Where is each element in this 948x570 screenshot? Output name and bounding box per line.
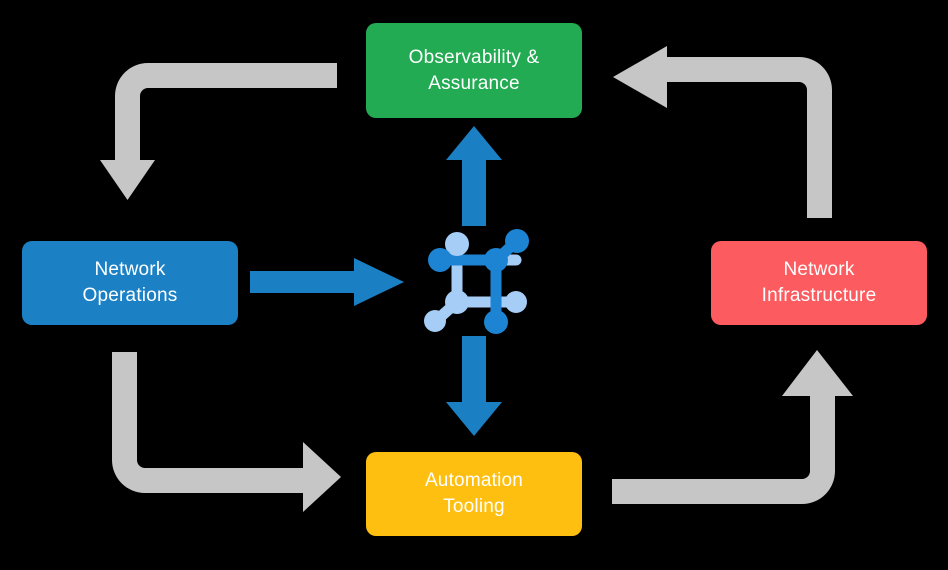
node-observability-and-assurance[interactable]: Observability & Assurance <box>366 23 582 118</box>
node-label: Network Infrastructure <box>761 259 877 306</box>
arrow-observability-to-network-operations <box>100 63 337 200</box>
arrow-automation-tooling-to-network-infrastructure <box>612 350 853 504</box>
network-topology-icon <box>424 229 529 334</box>
hub-primary-nodes <box>428 229 529 334</box>
hub-secondary-nodes <box>424 232 527 332</box>
arrow-path <box>446 126 502 226</box>
node-label: Observability & Assurance <box>408 46 540 94</box>
arrow-path <box>100 63 337 200</box>
arrow-hub-to-automation-tooling <box>446 336 502 436</box>
arrow-path <box>112 352 341 512</box>
arrow-path <box>612 350 853 504</box>
arrow-hub-to-observability <box>446 126 502 226</box>
arrow-network-operations-to-automation-tooling <box>112 352 341 512</box>
arrow-network-infrastructure-to-observability <box>613 46 832 218</box>
arrow-path <box>613 46 832 218</box>
node-network-infrastructure[interactable]: Network Infrastructure <box>711 241 927 325</box>
node-automation-tooling[interactable]: Automation Tooling <box>366 452 582 536</box>
node-label: Network Operations <box>82 259 178 306</box>
node-network-operations[interactable]: Network Operations <box>22 241 238 325</box>
arrow-path <box>446 336 502 436</box>
arrow-network-operations-to-hub <box>250 258 404 306</box>
node-label: Automation Tooling <box>424 470 524 517</box>
arrow-path <box>250 258 404 306</box>
